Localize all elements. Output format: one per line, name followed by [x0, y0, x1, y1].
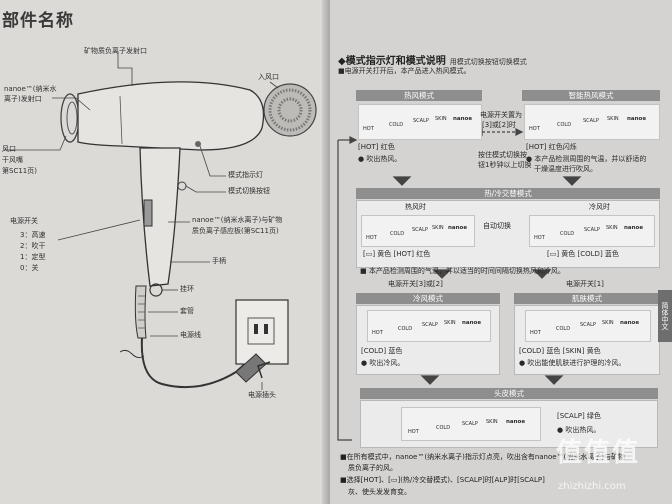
alt-mode-indicator-hot: [▭] 黄色 [HOT] 红色 — [363, 250, 431, 258]
label-mode-light: 模式指示灯 — [228, 171, 263, 179]
skin-mode-banner: 肌肤模式 — [514, 293, 660, 304]
footer-note-2: 质负离子的风。 — [348, 464, 397, 472]
label-nozzle-2: 干风嘴 — [2, 156, 23, 164]
alt-mode-cold-label: 冷风时 — [589, 203, 610, 211]
cold-mode-panel: HOT COLD SCALP SKIN nanoe [COLD] 蓝色 ● 吹出… — [356, 305, 500, 375]
label-power-switch: 电源开关 — [10, 217, 38, 225]
switch-note-2: [3]或[2]时 — [482, 121, 516, 129]
right-page: ◆模式指示灯和模式说明用模式切换按钮切换模式 ■电源开关打开后，本产品进入热风模… — [330, 0, 672, 504]
left-page: 部件名称 — [0, 0, 330, 504]
smart-mode-indicator-panel: HOT COLD SCALP SKIN nanoe — [524, 104, 660, 140]
cold-mode-bullet: ● 吹出冷风。 — [361, 359, 405, 367]
smart-mode-bullet-1: ● 本产品检测周围的气温，并以舒适的 — [526, 155, 647, 163]
scalp-mode-bullet: ● 吹出热风。 — [557, 426, 601, 434]
alt-mode-banner: 热/冷交替模式 — [356, 188, 660, 199]
cold-mode-banner: 冷风模式 — [356, 293, 500, 304]
label-nanoe-outlet-2: 离子)发射口 — [4, 95, 42, 103]
footer-note-1: ■在所有模式中，nanoe™(纳米水离子)指示灯点亮，吹出含有nanoe™(纳米… — [340, 453, 626, 461]
dryer-body — [77, 81, 265, 151]
hot-mode-bullet: ● 吹出热风。 — [358, 155, 402, 163]
smart-mode-banner: 智能热风模式 — [522, 90, 660, 101]
label-switch-1: 1：定型 — [20, 253, 46, 261]
parts-title: 部件名称 — [2, 11, 74, 31]
smart-mode-bullet-2: 干燥温度进行吹风。 — [534, 165, 597, 173]
watermark-url: zhizhizhi.com — [558, 481, 626, 492]
footer-note-4: 灰、使头发发育变。 — [348, 488, 411, 496]
alt-mode-panel: 热风时 冷风时 自动切换 HOT COLD SCALP SKIN nanoe H… — [356, 200, 660, 268]
label-air-inlet: 入风口 — [258, 73, 279, 81]
label-cord: 电源线 — [180, 331, 201, 339]
mode-switch-button-shape — [177, 181, 187, 191]
hot-mode-indicator-panel: HOT COLD SCALP SKIN nanoe — [358, 104, 482, 140]
alt-mode-indicator-cold: [▭] 黄色 [COLD] 蓝色 — [547, 250, 619, 258]
scalp-mode-banner: 头皮模式 — [360, 388, 658, 399]
label-nozzle-1: 风口 — [2, 145, 16, 153]
switch-note-3: 按住模式切换按 — [478, 151, 527, 159]
switch-row-right: 电源开关[1] — [566, 280, 604, 288]
scalp-mode-panel: HOT COLD SCALP SKIN nanoe [SCALP] 绿色 ● 吹… — [360, 400, 658, 448]
label-nozzle-3: 第SC11页) — [2, 167, 37, 175]
label-sensor-2: 质负离子感应板(第SC11页) — [192, 227, 279, 235]
footer-note-3: ■选择[HOT]、[▭](热/冷交替模式)、[SCALP]时[ALP]时[SCA… — [340, 476, 545, 484]
section-title: ◆模式指示灯和模式说明用模式切换按钮切换模式 — [338, 56, 527, 67]
power-switch-shape — [143, 199, 153, 227]
label-switch-2: 2：吹干 — [20, 242, 46, 250]
label-switch-0: 0：关 — [20, 264, 39, 272]
label-nanoe-outlet-1: nanoe™(纳米水 — [4, 85, 57, 93]
switch-row-left: 电源开关[3]或[2] — [388, 280, 443, 288]
smart-mode-indicator-text: [HOT] 红色闪烁 — [526, 143, 577, 151]
label-switch-3: 3：高速 — [20, 231, 46, 239]
intro-text: ■电源开关打开后，本产品进入热风模式。 — [338, 67, 471, 75]
dryer-handle — [139, 147, 181, 287]
label-handle: 手柄 — [212, 257, 226, 265]
hot-mode-banner: 热风模式 — [356, 90, 482, 101]
hair-dryer-diagram — [4, 52, 317, 390]
power-cord — [140, 337, 257, 389]
switch-note-1: 电源开关置为 — [480, 111, 522, 119]
wall-outlet — [235, 299, 289, 365]
scalp-mode-indicator-text: [SCALP] 绿色 — [557, 412, 601, 420]
label-sensor-1: nanoe™(纳米水离子)与矿物 — [192, 216, 283, 224]
mode-indicator-light — [195, 141, 201, 147]
hot-mode-indicator-text: [HOT] 红色 — [358, 143, 395, 151]
alt-mode-auto-switch: 自动切换 — [483, 222, 511, 230]
air-inlet-grille — [263, 83, 317, 137]
skin-mode-indicator-text: [COLD] 蓝色 [SKIN] 黄色 — [519, 347, 601, 355]
label-mineral-outlet: 矿物质负离子发射口 — [84, 47, 147, 55]
skin-mode-bullet: ● 吹出能使肌肤进行护理的冷风。 — [519, 359, 626, 367]
label-mode-button: 模式切换按钮 — [228, 187, 270, 195]
watermark-logo: 值值值 — [556, 438, 641, 468]
switch-note-4: 钮1秒钟以上切换 — [478, 161, 532, 169]
label-hook: 挂环 — [180, 285, 194, 293]
alt-mode-bullet: ■ 本产品检测周围的气温，并以适当的时间间隔切换热风和冷风。 — [360, 267, 565, 275]
nozzle-ring — [60, 93, 80, 143]
skin-mode-panel: HOT COLD SCALP SKIN nanoe [COLD] 蓝色 [SKI… — [514, 305, 660, 375]
cold-mode-indicator-text: [COLD] 蓝色 — [361, 347, 403, 355]
label-plug: 电源插头 — [248, 391, 276, 399]
alt-mode-hot-label: 热风时 — [405, 203, 426, 211]
language-tab: 简体中文 — [658, 290, 672, 342]
label-sleeve: 套管 — [180, 307, 194, 315]
